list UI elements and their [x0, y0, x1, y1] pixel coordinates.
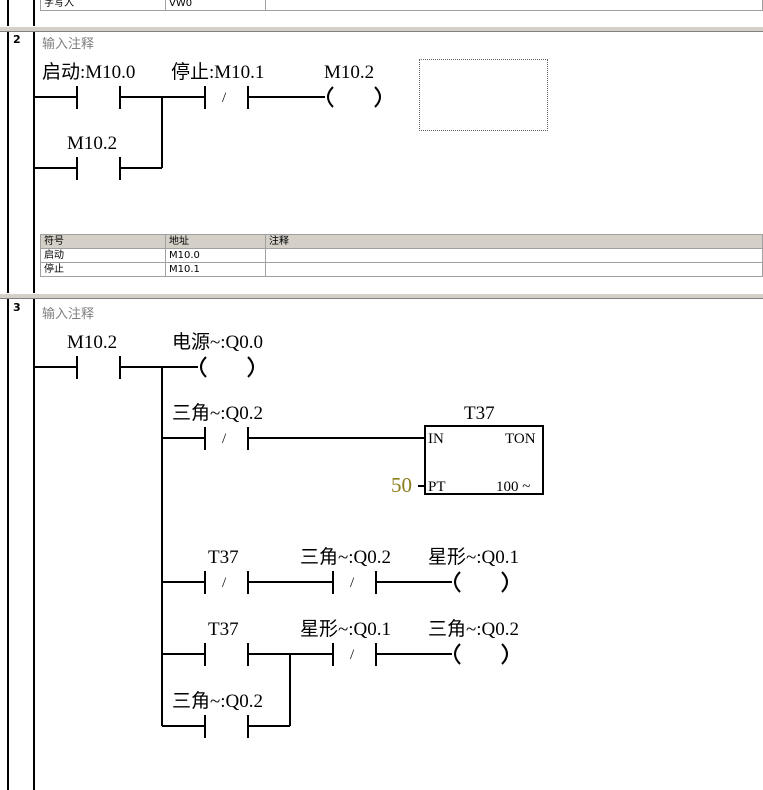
contact-t37-no-label[interactable]: T37: [208, 619, 239, 640]
contact-star-interlock-label[interactable]: 星形~:Q0.1: [300, 618, 391, 640]
timer-name-label[interactable]: T37: [464, 403, 495, 424]
timer-base: 100 ~: [496, 479, 530, 495]
contact-t37-nc-label[interactable]: T37: [208, 547, 239, 568]
network-separator: [0, 293, 763, 299]
contact-delta-interlock-label[interactable]: 三角~:Q0.2: [300, 546, 391, 568]
nc-contact-mark: /: [222, 431, 227, 447]
nc-contact-mark: /: [350, 575, 355, 591]
gutter-border-left: [7, 0, 9, 790]
network-number: 3: [13, 301, 21, 314]
table-row[interactable]: 启动 M10.0: [40, 248, 763, 263]
contact-start-label[interactable]: 启动:M10.0: [42, 61, 135, 83]
contact-m102-label[interactable]: M10.2: [67, 332, 117, 353]
timer-in-pin: IN: [428, 431, 444, 447]
timer-pt-pin: PT: [428, 479, 446, 495]
symbol-table-header: 符号 地址 注释: [40, 234, 763, 249]
timer-type: TON: [505, 431, 536, 447]
network-comment[interactable]: 输入注释: [42, 37, 95, 52]
col-comment: 注释: [265, 234, 763, 249]
coil-power-label[interactable]: 电源~:Q0.0: [172, 331, 263, 353]
top-table-cell: [265, 0, 763, 11]
gutter-border: [33, 0, 35, 790]
contact-hold-label[interactable]: M10.2: [67, 133, 117, 154]
nc-contact-mark: /: [350, 647, 355, 663]
top-symbol-table: 字写入 VW0: [40, 0, 763, 11]
nc-contact-mark: /: [222, 575, 227, 591]
coil-delta-label[interactable]: 三角~:Q0.2: [428, 618, 519, 640]
empty-insert-box[interactable]: [419, 59, 548, 131]
timer-pt-value[interactable]: 50: [391, 473, 412, 497]
network-comment[interactable]: 输入注释: [42, 307, 95, 322]
symbol-table: 符号 地址 注释 启动 M10.0 停止 M10.1: [40, 234, 763, 277]
network-separator: [0, 26, 763, 32]
comment-cell: [265, 262, 763, 277]
table-row[interactable]: 停止 M10.1: [40, 262, 763, 277]
coil-star-label[interactable]: 星形~:Q0.1: [428, 546, 519, 568]
network-number: 2: [13, 33, 21, 46]
contact-stop-label[interactable]: 停止:M10.1: [171, 61, 264, 83]
col-symbol: 符号: [40, 234, 166, 249]
coil-label[interactable]: M10.2: [324, 62, 374, 83]
nc-contact-mark: /: [222, 90, 227, 106]
contact-delta-nc-label[interactable]: 三角~:Q0.2: [172, 402, 263, 424]
contact-delta-hold-label[interactable]: 三角~:Q0.2: [172, 690, 263, 712]
network-gutter: [0, 0, 34, 790]
